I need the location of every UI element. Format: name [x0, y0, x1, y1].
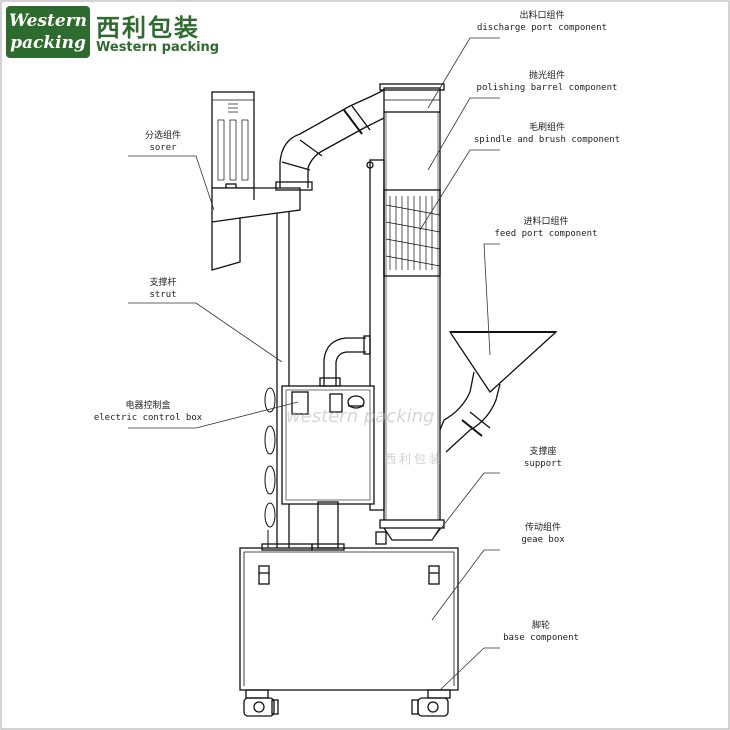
- caster-right: [411, 689, 451, 717]
- leader-strut: [128, 302, 283, 363]
- label-discharge: 出料口组件 discharge port component: [472, 10, 612, 34]
- label-sorter-cn: 分选组件: [144, 131, 181, 141]
- leader-base: [439, 647, 500, 691]
- label-base-en: base component: [503, 633, 579, 643]
- feed-hopper: [439, 331, 558, 453]
- label-sorter-en: sorer: [149, 143, 177, 153]
- label-discharge-cn: 出料口组件: [519, 11, 565, 21]
- watermark-cn: 西利包装: [384, 452, 445, 466]
- leader-feed: [483, 243, 500, 356]
- label-support-cn: 支撑座: [529, 447, 557, 457]
- leader-discharge: [427, 37, 500, 109]
- leader-polishing: [427, 97, 500, 171]
- base-cabinet: [239, 547, 459, 691]
- label-strut-en: strut: [149, 290, 177, 300]
- watermark-en: western packing: [286, 406, 435, 427]
- logo-english-name: Western packing: [96, 40, 220, 55]
- leader-control: [128, 401, 299, 429]
- leader-sorter: [128, 155, 215, 211]
- label-spindle: 毛刷组件 spindle and brush component: [472, 122, 622, 146]
- control-box: [281, 335, 375, 551]
- label-feed: 进料口组件 feed port component: [476, 216, 616, 240]
- label-gear-en: geae box: [521, 535, 565, 545]
- label-polishing-cn: 抛光组件: [528, 71, 565, 81]
- label-base-cn: 脚轮: [531, 621, 550, 631]
- leader-support: [431, 472, 500, 541]
- leader-gear: [431, 549, 500, 621]
- side-cable: [264, 387, 276, 548]
- label-feed-en: feed port component: [494, 229, 598, 239]
- logo-line1: Western: [8, 11, 88, 31]
- sorter-unit: [211, 91, 301, 271]
- logo-line2: packing: [10, 33, 86, 53]
- main-barrel: [366, 83, 445, 545]
- label-control: 电器控制盒 electric control box: [88, 400, 208, 424]
- label-strut-cn: 支撑杆: [149, 278, 177, 288]
- label-control-cn: 电器控制盒: [125, 401, 171, 411]
- label-support: 支撑座 support: [508, 446, 578, 470]
- label-spindle-en: spindle and brush component: [473, 135, 621, 145]
- label-base: 脚轮 base component: [496, 620, 586, 644]
- label-gear: 传动组件 geae box: [508, 522, 578, 546]
- caster-left: [243, 689, 279, 717]
- label-sorter: 分选组件 sorer: [128, 130, 198, 154]
- logo-chinese-name: 西利包装: [96, 14, 200, 42]
- label-strut: 支撑杆 strut: [128, 277, 198, 301]
- label-discharge-en: discharge port component: [476, 23, 608, 33]
- label-polishing: 抛光组件 polishing barrel component: [472, 70, 622, 94]
- brand-logo: Western packing: [6, 6, 90, 58]
- label-feed-cn: 进料口组件: [523, 217, 569, 227]
- label-gear-cn: 传动组件: [524, 523, 561, 533]
- label-polishing-en: polishing barrel component: [476, 83, 618, 93]
- top-elbow-pipe: [275, 89, 385, 191]
- label-support-en: support: [524, 459, 562, 469]
- label-spindle-cn: 毛刷组件: [528, 123, 565, 133]
- label-control-en: electric control box: [93, 413, 203, 423]
- leader-spindle: [419, 149, 500, 231]
